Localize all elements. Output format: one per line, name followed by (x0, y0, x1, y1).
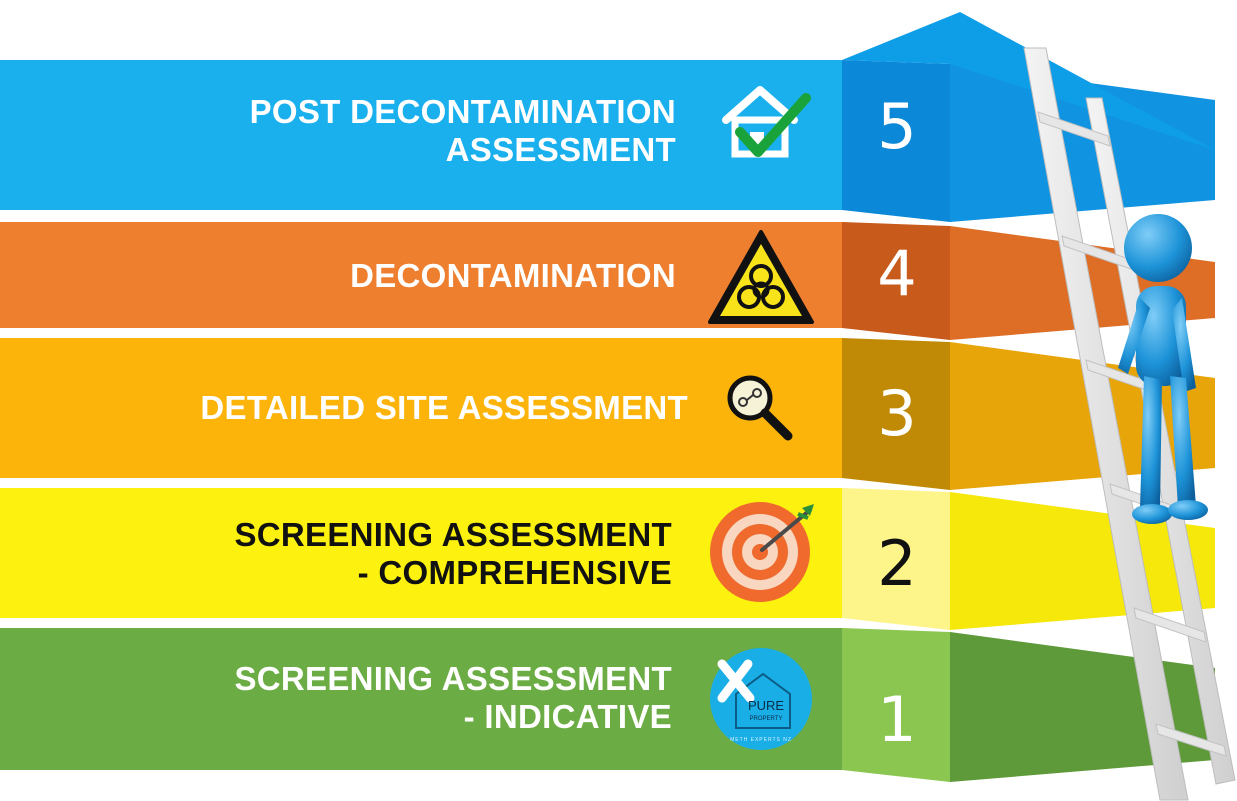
step-5-label: POST DECONTAMINATION ASSESSMENT (0, 93, 676, 169)
step-1-label-box: SCREENING ASSESSMENT - INDICATIVE (0, 660, 672, 736)
target-icon (710, 502, 814, 602)
step-1-front-face (0, 628, 842, 770)
step-5-back-face (950, 64, 1215, 222)
step-4-label: DECONTAMINATION (0, 257, 676, 295)
step-2-number-face (842, 488, 950, 630)
step-2-label-box: SCREENING ASSESSMENT - COMPREHENSIVE (0, 516, 672, 592)
step-4-label-box: DECONTAMINATION (0, 257, 676, 295)
step-4-front-face (0, 222, 842, 328)
step-3-label: DETAILED SITE ASSESSMENT (0, 389, 688, 427)
logo-brand: PURE (748, 698, 784, 713)
step-3-line-1: DETAILED SITE ASSESSMENT (200, 389, 688, 426)
house-check-icon (722, 86, 811, 158)
step-1-label: SCREENING ASSESSMENT - INDICATIVE (0, 660, 672, 736)
step-5-line-1: POST DECONTAMINATION (249, 93, 676, 130)
step-1-number: 1 (877, 683, 917, 756)
step-5-number: 5 (877, 90, 917, 163)
step-4-number: 4 (877, 237, 917, 310)
figure-icon (1118, 214, 1208, 524)
step-3-number: 3 (877, 377, 917, 450)
biohazard-icon (708, 230, 814, 324)
step-1-line-2: - INDICATIVE (463, 698, 672, 735)
magnifier-icon (727, 375, 793, 441)
step-5-line-2: ASSESSMENT (445, 131, 676, 168)
step-3-front-face (0, 338, 842, 478)
step-3-number-face (842, 338, 950, 490)
step-2-front-face (0, 488, 842, 618)
step-5-label-box: POST DECONTAMINATION ASSESSMENT (0, 93, 676, 169)
step-2-label: SCREENING ASSESSMENT - COMPREHENSIVE (0, 516, 672, 592)
logo-tagline: METH EXPERTS NZ (730, 737, 792, 743)
step-4-line-1: DECONTAMINATION (350, 257, 676, 294)
step-5-top-face (842, 12, 1215, 150)
step-1-line-1: SCREENING ASSESSMENT (234, 660, 672, 697)
pure-property-logo-icon: PURE PROPERTY METH EXPERTS NZ (710, 648, 812, 750)
step-2-line-1: SCREENING ASSESSMENT (234, 516, 672, 553)
step-2-number: 2 (877, 527, 917, 600)
step-3-label-box: DETAILED SITE ASSESSMENT (0, 389, 688, 427)
logo-sub: PROPERTY (750, 716, 783, 722)
step-4-number-face (842, 222, 950, 340)
step-1-number-face (842, 628, 950, 782)
step-5-front-face (0, 60, 842, 210)
step-2-line-2: - COMPREHENSIVE (357, 554, 672, 591)
step-5-number-face (842, 60, 950, 222)
